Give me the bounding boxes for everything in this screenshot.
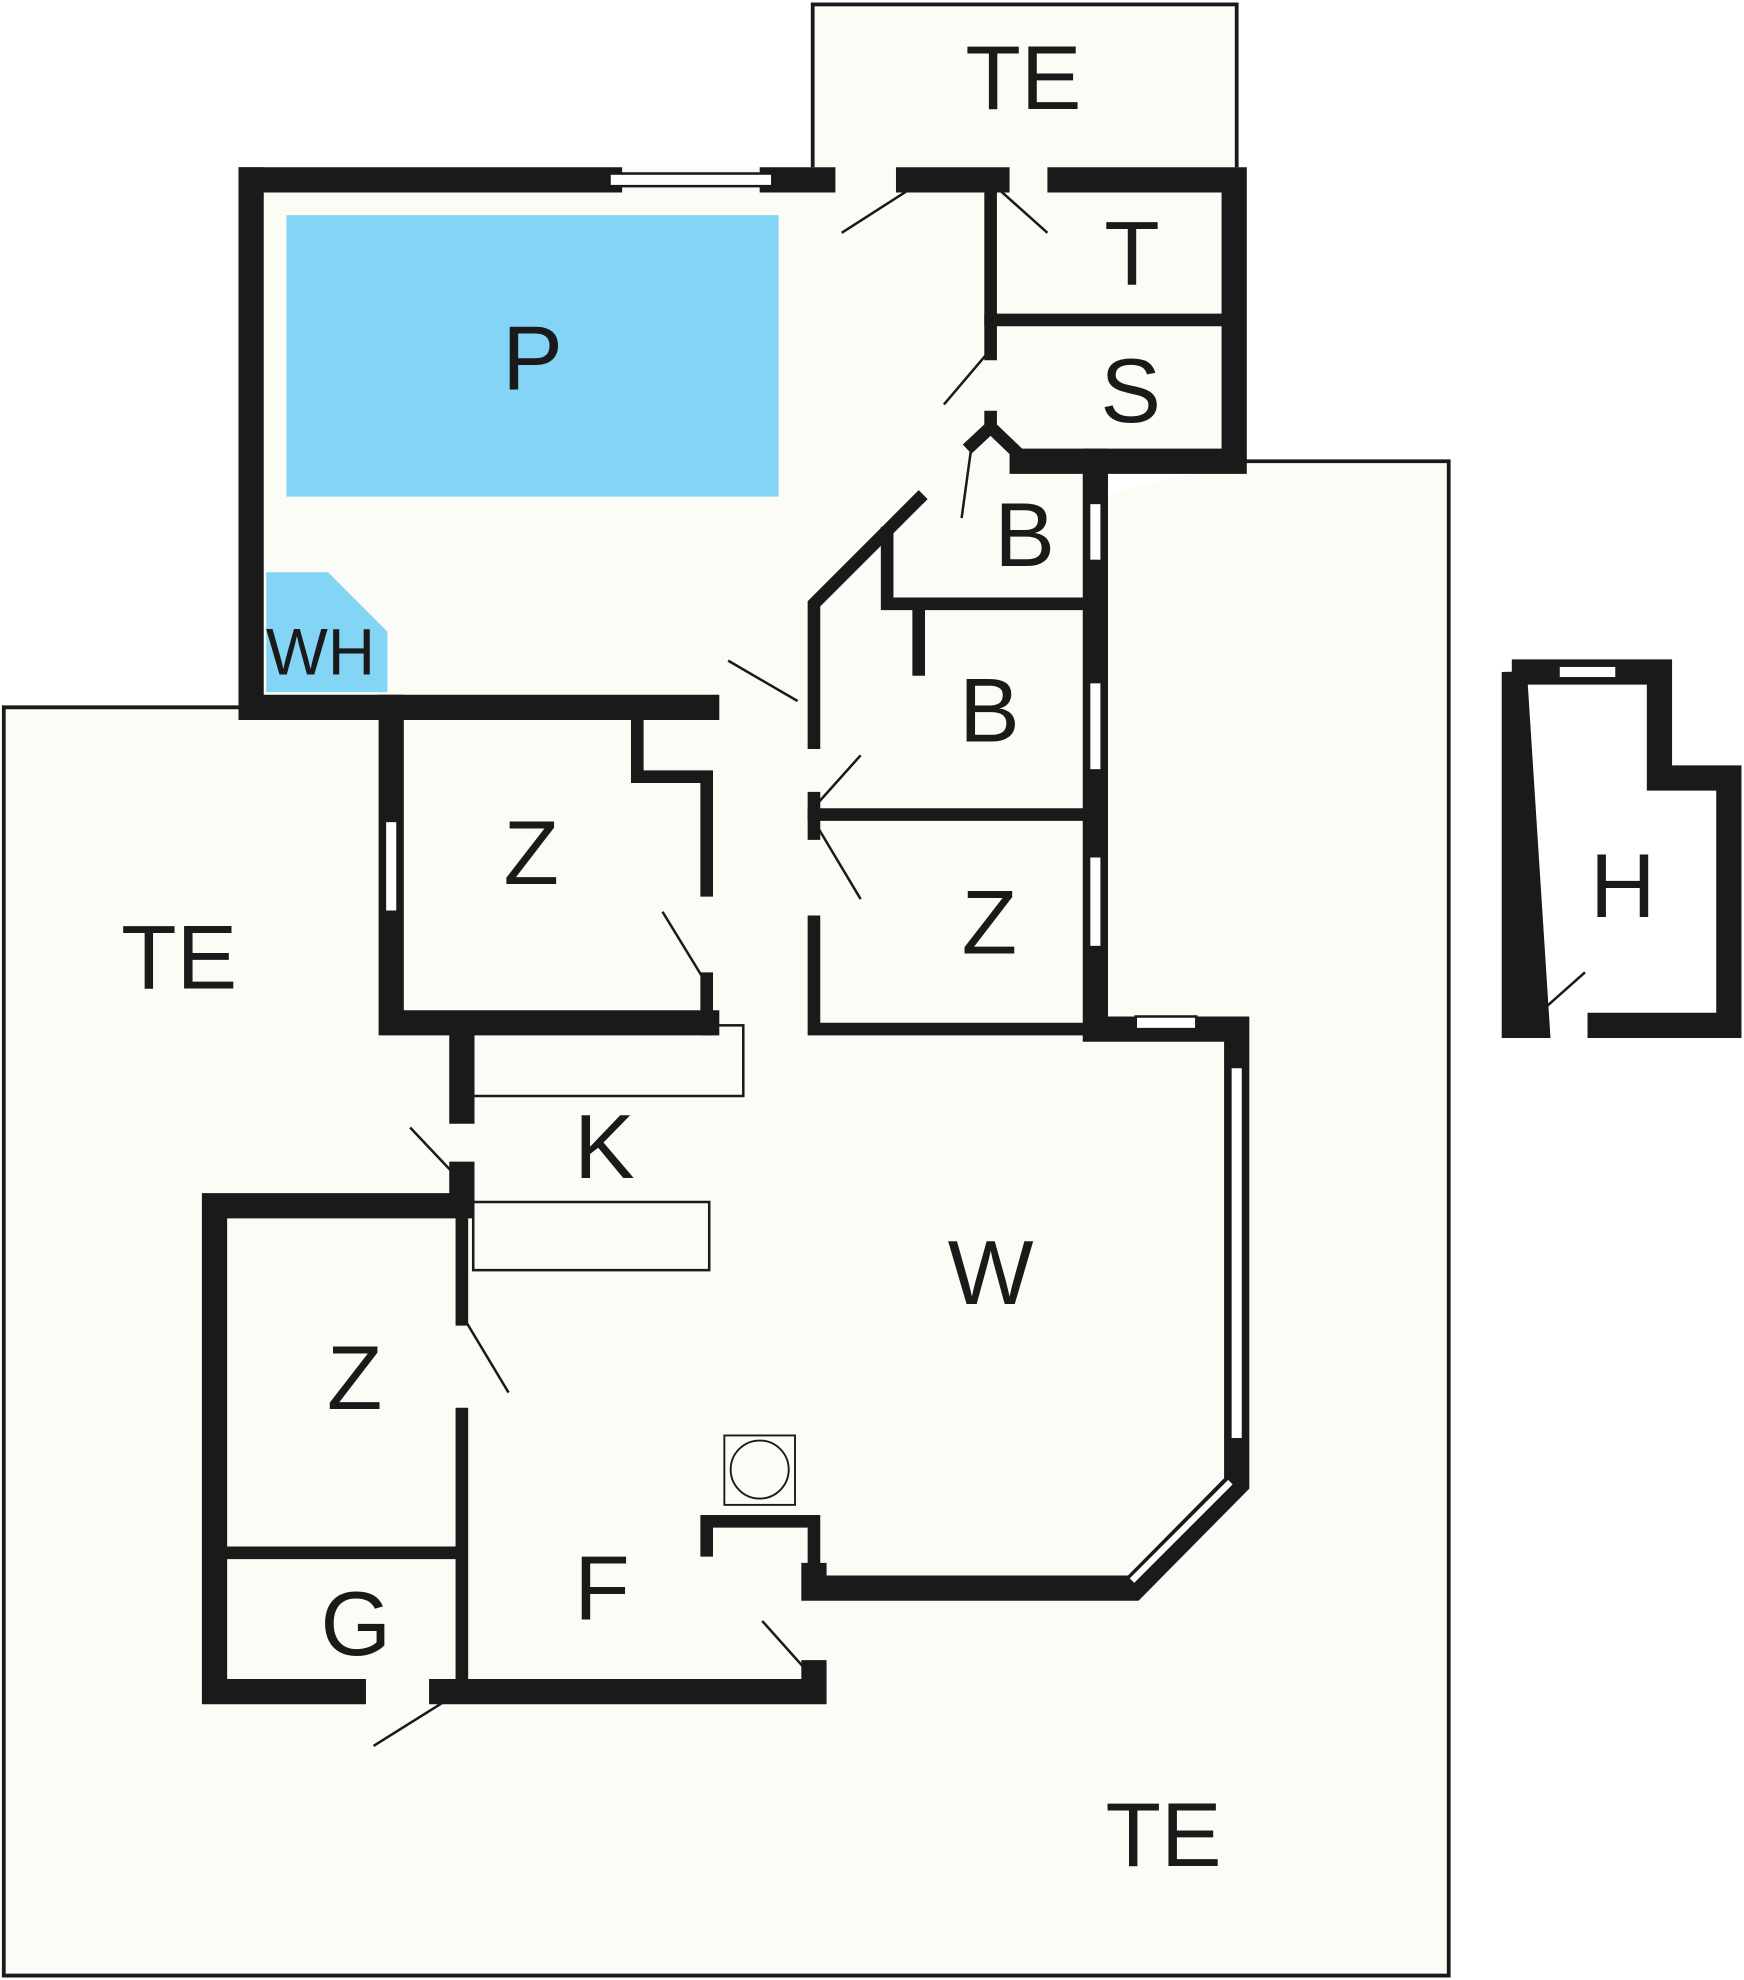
windows bbox=[383, 172, 1618, 1583]
wardrobe-label: G bbox=[321, 1574, 392, 1675]
door-swings bbox=[372, 188, 1586, 1747]
whirlpool bbox=[266, 572, 388, 693]
walls bbox=[201, 167, 1742, 1705]
bedroom-2-label: Z bbox=[962, 872, 1018, 973]
bath-1-label: B bbox=[994, 485, 1055, 586]
kitchen-counter-top bbox=[471, 1024, 745, 1098]
sauna-label: S bbox=[1100, 341, 1161, 442]
interior-walls bbox=[214, 173, 1241, 1692]
shed-label: H bbox=[1590, 836, 1656, 937]
terrace-top-area bbox=[810, 2, 1239, 177]
pool bbox=[286, 215, 779, 497]
stove-icon bbox=[723, 1434, 796, 1506]
whirlpool-label: WH bbox=[266, 616, 375, 689]
terrace-bottom-label: TE bbox=[1105, 1785, 1221, 1886]
terrace-left-label: TE bbox=[121, 908, 237, 1009]
bath-2-label: B bbox=[959, 660, 1020, 761]
hall-label: F bbox=[574, 1539, 630, 1640]
kitchen-label: K bbox=[574, 1097, 635, 1198]
bedroom-3-label: Z bbox=[327, 1328, 383, 1429]
house-floor bbox=[214, 167, 1247, 1705]
bedroom-1-label: Z bbox=[504, 803, 560, 904]
kitchen-counter-bottom bbox=[471, 1200, 711, 1272]
living-label: W bbox=[948, 1223, 1034, 1324]
terrace-top-label: TE bbox=[965, 28, 1081, 129]
pool-label: P bbox=[502, 308, 563, 409]
toilet-label: T bbox=[1104, 204, 1160, 305]
